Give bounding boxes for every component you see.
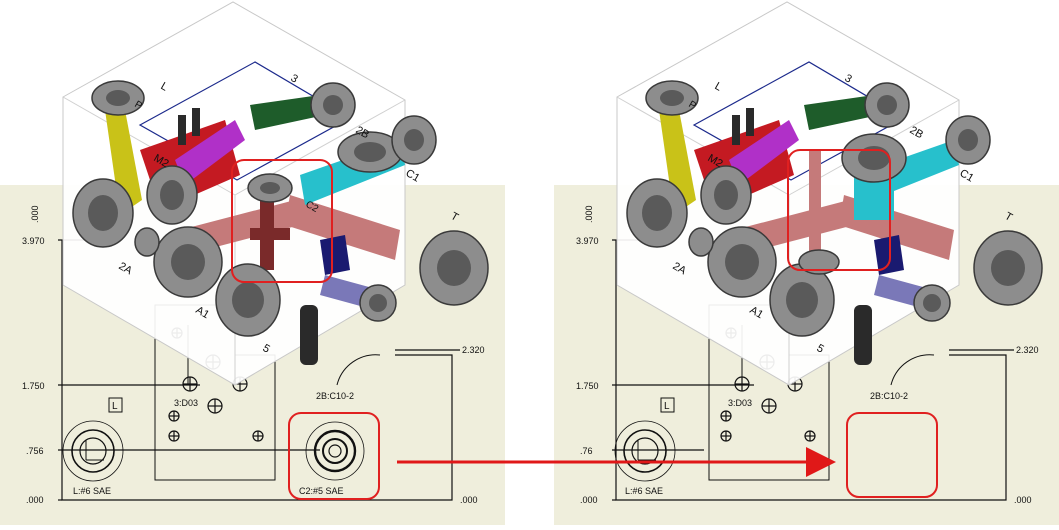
post-black bbox=[300, 305, 318, 365]
highlight-fitting-3d bbox=[787, 149, 891, 271]
port-label-L: L bbox=[713, 80, 724, 93]
port-label-3: 3 bbox=[843, 72, 854, 85]
dim-76: .76 bbox=[580, 446, 593, 456]
port-L-circles bbox=[614, 420, 676, 482]
label-port-L: L:#6 SAE bbox=[625, 486, 663, 496]
dim-3970: 3.970 bbox=[576, 236, 599, 246]
dim-756: .756 bbox=[26, 446, 44, 456]
cavity-2B-arc bbox=[890, 354, 935, 386]
pipe-yellow bbox=[105, 110, 142, 215]
box-L bbox=[660, 397, 675, 413]
highlight-port-C2 bbox=[288, 412, 380, 500]
port-label-A1: A1 bbox=[748, 304, 766, 321]
dim-x-000: .000 bbox=[460, 495, 478, 505]
port-label-5: 5 bbox=[261, 342, 272, 355]
pipe-rose bbox=[285, 195, 400, 260]
label-cavity-2B: 2B:C10-2 bbox=[870, 391, 908, 401]
pipe-navy bbox=[320, 235, 350, 275]
label-port-L: L:#6 SAE bbox=[73, 486, 111, 496]
port-L-circles bbox=[62, 420, 124, 482]
pipe-magenta bbox=[729, 120, 799, 185]
label-cavity-2B: 2B:C10-2 bbox=[316, 391, 354, 401]
port-C2-circles bbox=[305, 421, 365, 481]
dim-2320: 2.320 bbox=[1016, 345, 1039, 355]
pipe-magenta bbox=[175, 120, 245, 185]
box-L bbox=[108, 397, 123, 413]
drawing-after-panel: 3.970 .000 1.750 .76 .000 2.320 .000 3:D… bbox=[554, 0, 1059, 525]
pipe-yellow bbox=[659, 110, 696, 215]
label-cavity-3: 3:D03 bbox=[728, 398, 752, 408]
dim-1750: 1.750 bbox=[576, 381, 599, 391]
port-flange-centers bbox=[88, 90, 471, 318]
port-label-P: P bbox=[133, 99, 145, 112]
drawing-before: 3.970 .000 1.750 .756 .000 2.320 .000 3:… bbox=[0, 1, 505, 525]
dim-000: .000 bbox=[26, 495, 44, 505]
port-label-2B: 2B bbox=[908, 124, 926, 141]
drawing-before-panel: 3.970 .000 1.750 .756 .000 2.320 .000 3:… bbox=[0, 0, 505, 525]
port-label-3: 3 bbox=[289, 72, 300, 85]
port-label-A1: A1 bbox=[194, 304, 212, 321]
box-L-label: L bbox=[112, 401, 118, 412]
label-cavity-3: 3:D03 bbox=[174, 398, 198, 408]
post-black bbox=[854, 305, 872, 365]
box-L-label: L bbox=[664, 401, 670, 412]
cavity-2B-arc bbox=[336, 354, 381, 386]
dim-000: .000 bbox=[580, 495, 598, 505]
highlight-fitting-3d bbox=[231, 159, 333, 283]
dim-3970: 3.970 bbox=[22, 236, 45, 246]
port-flange-centers bbox=[642, 90, 1025, 318]
highlight-empty-C2 bbox=[846, 412, 938, 498]
pipe-rose-vertical bbox=[809, 150, 821, 260]
dim-x-000: .000 bbox=[1014, 495, 1032, 505]
pipe-green bbox=[250, 95, 325, 130]
dim-2320: 2.320 bbox=[462, 345, 485, 355]
port-label-5: 5 bbox=[815, 342, 826, 355]
dim-top-000: .000 bbox=[584, 205, 594, 223]
port-label-L: L bbox=[159, 80, 170, 93]
label-port-C2: C2:#5 SAE bbox=[299, 486, 344, 496]
dim-1750: 1.750 bbox=[22, 381, 45, 391]
pipe-green bbox=[804, 95, 879, 130]
port-label-P: P bbox=[687, 99, 699, 112]
dim-top-000: .000 bbox=[30, 205, 40, 223]
port-label-2B: 2B bbox=[354, 124, 372, 141]
drawing-after: 3.970 .000 1.750 .76 .000 2.320 .000 3:D… bbox=[554, 1, 1059, 525]
